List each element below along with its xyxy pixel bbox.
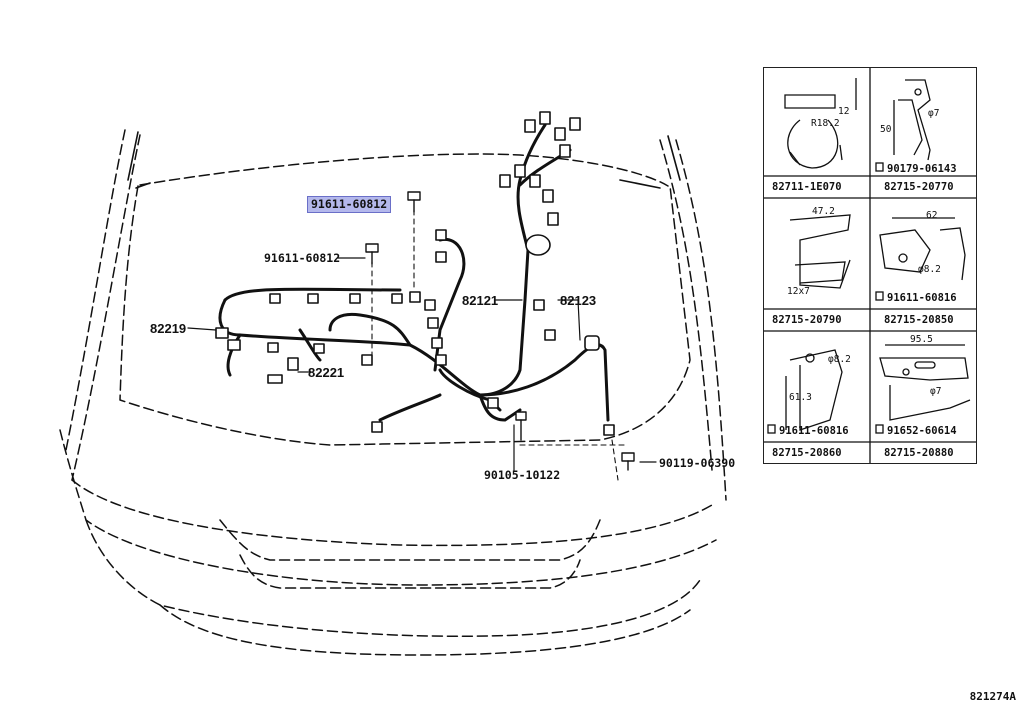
callout-90105-10122[interactable]: 90105-10122 [484,468,561,482]
dim-phi8-2-b: φ8.2 [828,354,851,365]
dim-50: 50 [880,124,892,135]
parts-table [763,67,977,464]
callout-91611-60812-highlighted[interactable]: 91611-60812 [307,196,392,213]
table-fastener-91611-60816-a[interactable]: 91611-60816 [887,292,957,304]
parts-table-drawings [763,67,977,464]
table-part-82715-20880[interactable]: 82715-20880 [884,447,954,459]
dim-phi7-b: φ7 [930,386,942,397]
wire-harness-main [218,123,610,422]
callout-82219[interactable]: 82219 [150,321,187,336]
hood-edge-lines [127,131,681,189]
dim-phi8-2-a: φ8.2 [918,264,941,275]
callout-91611-60812[interactable]: 91611-60812 [264,251,341,265]
leader-lines [187,257,657,471]
table-part-82715-20790[interactable]: 82715-20790 [772,314,842,326]
dim-95-5: 95.5 [910,334,933,345]
table-fastener-90179-06143[interactable]: 90179-06143 [887,163,957,175]
diagram-code: 821274A [969,690,1016,703]
dim-61-3: 61.3 [789,392,812,403]
dim-12x7: 12x7 [787,286,810,297]
callout-90119-06390[interactable]: 90119-06390 [659,456,736,470]
callout-82221[interactable]: 82221 [308,365,345,380]
table-fastener-91611-60816-b[interactable]: 91611-60816 [779,425,849,437]
callout-82121[interactable]: 82121 [462,293,499,308]
callout-82123[interactable]: 82123 [560,293,597,308]
vehicle-body-outline [59,129,727,656]
dim-phi7-a: φ7 [928,108,940,119]
dim-r18-2: R18.2 [811,118,840,129]
dim-62: 62 [926,210,938,221]
table-part-82715-20770[interactable]: 82715-20770 [884,181,954,193]
dashed-leaders [371,209,626,481]
table-fastener-91652-60614[interactable]: 91652-60614 [887,425,957,437]
bolt-icons [365,191,635,471]
table-part-82715-20850[interactable]: 82715-20850 [884,314,954,326]
table-part-82711-1E070[interactable]: 82711-1E070 [772,181,842,193]
connectors [215,111,615,436]
dim-12: 12 [838,106,850,117]
dim-47-2: 47.2 [812,206,835,217]
table-part-82715-20860[interactable]: 82715-20860 [772,447,842,459]
